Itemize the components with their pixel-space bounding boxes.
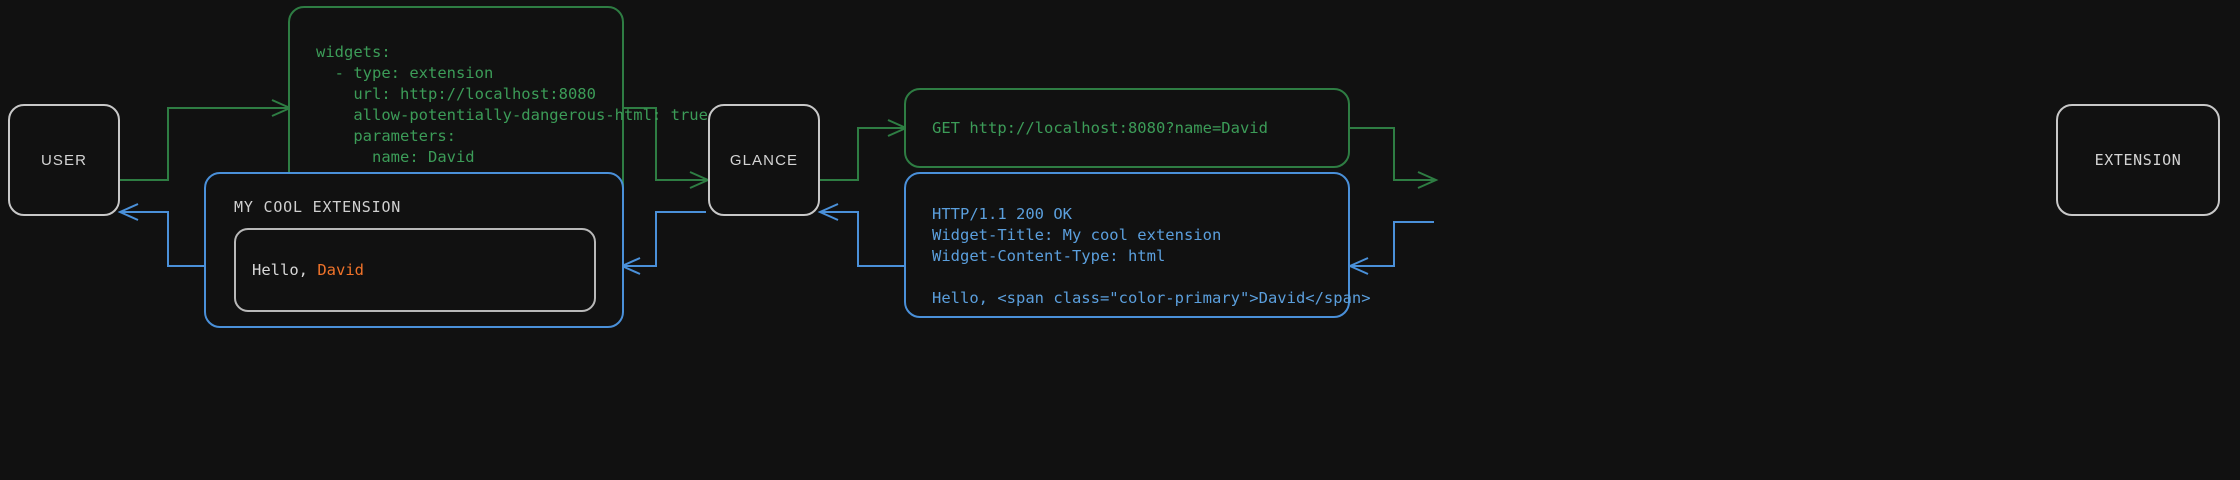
edge-extension-to-response-arrowhead	[1347, 257, 1369, 275]
node-glance-label: GLANCE	[729, 151, 799, 169]
panel-http-request[interactable]: GET http://localhost:8080?name=David	[904, 88, 1350, 168]
rendered-widget-greeting-prefix: Hello,	[252, 261, 318, 279]
panel-rendered-widget[interactable]: MY COOL EXTENSION Hello, David	[204, 172, 624, 328]
node-extension-label: EXTENSION	[2094, 151, 2182, 169]
edge-glance-to-request	[820, 127, 904, 181]
node-user[interactable]: USER	[8, 104, 120, 216]
rendered-widget-title: MY COOL EXTENSION	[234, 198, 402, 216]
config-yaml-code: widgets: - type: extension url: http://l…	[316, 43, 708, 166]
edge-request-to-extension	[1350, 127, 1434, 181]
panel-http-response[interactable]: HTTP/1.1 200 OK Widget-Title: My cool ex…	[904, 172, 1371, 318]
edge-response-to-glance-arrowhead	[817, 203, 839, 221]
http-response-spacer	[906, 267, 1348, 288]
edge-user-to-config	[120, 107, 288, 181]
edge-extension-to-response	[1352, 221, 1434, 267]
edge-request-to-extension-arrowhead	[1417, 171, 1439, 189]
edge-config-to-glance	[624, 107, 706, 181]
http-response-body: Hello, <span class="color-primary">David…	[932, 289, 1371, 307]
http-request-code: GET http://localhost:8080?name=David	[932, 118, 1268, 137]
rendered-widget-card[interactable]: Hello, David	[234, 228, 596, 312]
panel-config-yaml[interactable]: widgets: - type: extension url: http://l…	[288, 6, 708, 204]
node-glance[interactable]: GLANCE	[708, 104, 820, 216]
edge-widget-to-user-arrowhead	[117, 203, 139, 221]
node-extension[interactable]: EXTENSION	[2056, 104, 2220, 216]
rendered-widget-greeting-name: David	[317, 261, 364, 279]
edge-glance-to-widget	[624, 211, 706, 267]
http-response-headers: HTTP/1.1 200 OK Widget-Title: My cool ex…	[932, 205, 1222, 265]
edge-response-to-glance	[822, 211, 904, 267]
rendered-widget-greeting: Hello, David	[236, 261, 364, 279]
node-user-label: USER	[40, 151, 88, 169]
